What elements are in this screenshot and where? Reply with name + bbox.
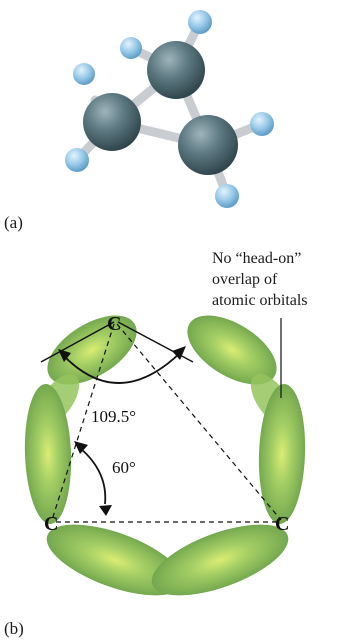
hydrogen-atom	[73, 63, 95, 85]
carbon-label-top: C	[107, 313, 121, 335]
annotation-line: overlap of	[212, 271, 278, 288]
angle-arc-60	[79, 447, 107, 505]
part-a-label: (a)	[4, 213, 23, 232]
carbon-atom	[83, 93, 141, 151]
orbital-lobes	[24, 315, 306, 596]
angle-label-109: 109.5°	[91, 407, 136, 426]
angle-label-60: 60°	[112, 458, 136, 477]
carbon-atom	[178, 115, 238, 175]
annotation-line: No “head-on”	[212, 250, 302, 267]
hydrogen-atom	[65, 148, 89, 172]
hydrogen-atom	[120, 37, 142, 59]
part-b-label: (b)	[4, 619, 24, 638]
orbital-overlap-diagram: 109.5° 60° C C C	[24, 313, 306, 596]
overlap-annotation: No “head-on” overlap of atomic orbitals	[212, 248, 308, 311]
angle-arc-109	[62, 352, 181, 384]
hydrogen-atom	[250, 112, 274, 136]
hydrogen-atom	[188, 10, 212, 34]
carbon-label-right: C	[275, 513, 289, 535]
hydrogen-atom	[215, 184, 239, 208]
ball-and-stick-model	[65, 10, 274, 208]
annotation-line: atomic orbitals	[212, 292, 308, 309]
internuclear-lines	[51, 323, 282, 523]
carbon-label-left: C	[44, 513, 58, 535]
carbon-atom	[147, 41, 205, 99]
